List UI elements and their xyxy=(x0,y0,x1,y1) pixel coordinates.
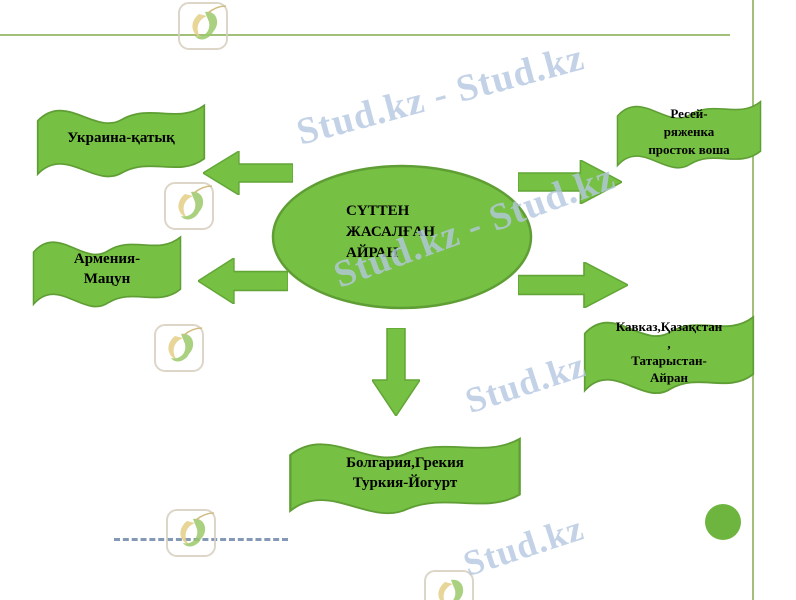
banner-russia: Ресей- ряженка просток воша xyxy=(616,92,762,172)
banner-text-line: просток воша xyxy=(648,142,730,157)
studkz-logo-icon xyxy=(154,324,204,372)
arrow-to-russia-icon xyxy=(518,160,622,204)
oval-text-line: ЖАСАЛҒАН xyxy=(346,224,436,240)
studkz-logo-icon xyxy=(178,2,228,50)
wave-shape xyxy=(32,235,182,308)
oval-shape xyxy=(271,164,533,310)
arrow-to-bulgaria-icon xyxy=(372,328,420,416)
banner-text-line: , xyxy=(667,336,671,351)
banner-text-line: Украина-қатық xyxy=(67,129,175,146)
decorative-dashed-line xyxy=(114,538,288,541)
decorative-circle xyxy=(705,504,741,540)
banner-text-line: Мацун xyxy=(83,271,131,287)
arrow-to-armenia-icon xyxy=(198,258,288,304)
slide-right-border-line xyxy=(752,0,754,600)
arrow-to-ukraine-icon xyxy=(203,151,293,195)
watermark-text: Stud.kz xyxy=(460,344,591,421)
banner-text-line: Болгария,Грекия xyxy=(346,455,464,471)
arrow-to-caucasus-icon xyxy=(518,262,628,308)
slide-top-border-line xyxy=(0,34,730,36)
oval-text-line: АЙРАН xyxy=(346,245,399,261)
wave-shape xyxy=(289,437,521,515)
banner-text-line: Ресей- xyxy=(670,106,708,121)
watermark-text: Stud.kz - Stud.kz xyxy=(292,36,589,154)
banner-caucasus: Кавказ,Қазақстан , Татарыстан- Айран xyxy=(583,306,755,398)
studkz-logo-icon xyxy=(424,570,474,600)
studkz-logo-icon xyxy=(166,509,216,557)
oval-text-line: СҮТТЕН xyxy=(346,203,410,219)
wave-shape xyxy=(616,100,762,169)
banner-text-line: Айран xyxy=(649,370,689,385)
wave-shape xyxy=(36,103,206,178)
banner-text-line: Кавказ,Қазақстан xyxy=(615,319,723,334)
banner-armenia: Армения- Мацун xyxy=(32,227,182,311)
wave-shape xyxy=(583,315,755,395)
studkz-logo-icon xyxy=(164,182,214,230)
center-oval: СҮТТЕН ЖАСАЛҒАН АЙРАН xyxy=(270,163,534,311)
banner-text-line: Татарыстан- xyxy=(631,353,707,368)
banner-ukraine: Украина-қатық xyxy=(36,95,206,181)
banner-text-line: ряженка xyxy=(663,124,715,139)
banner-text-line: Армения- xyxy=(73,251,141,267)
banner-text-line: Туркия-Йогурт xyxy=(352,475,458,491)
banner-bulgaria: Болгария,Грекия Туркия-Йогурт xyxy=(288,428,522,518)
